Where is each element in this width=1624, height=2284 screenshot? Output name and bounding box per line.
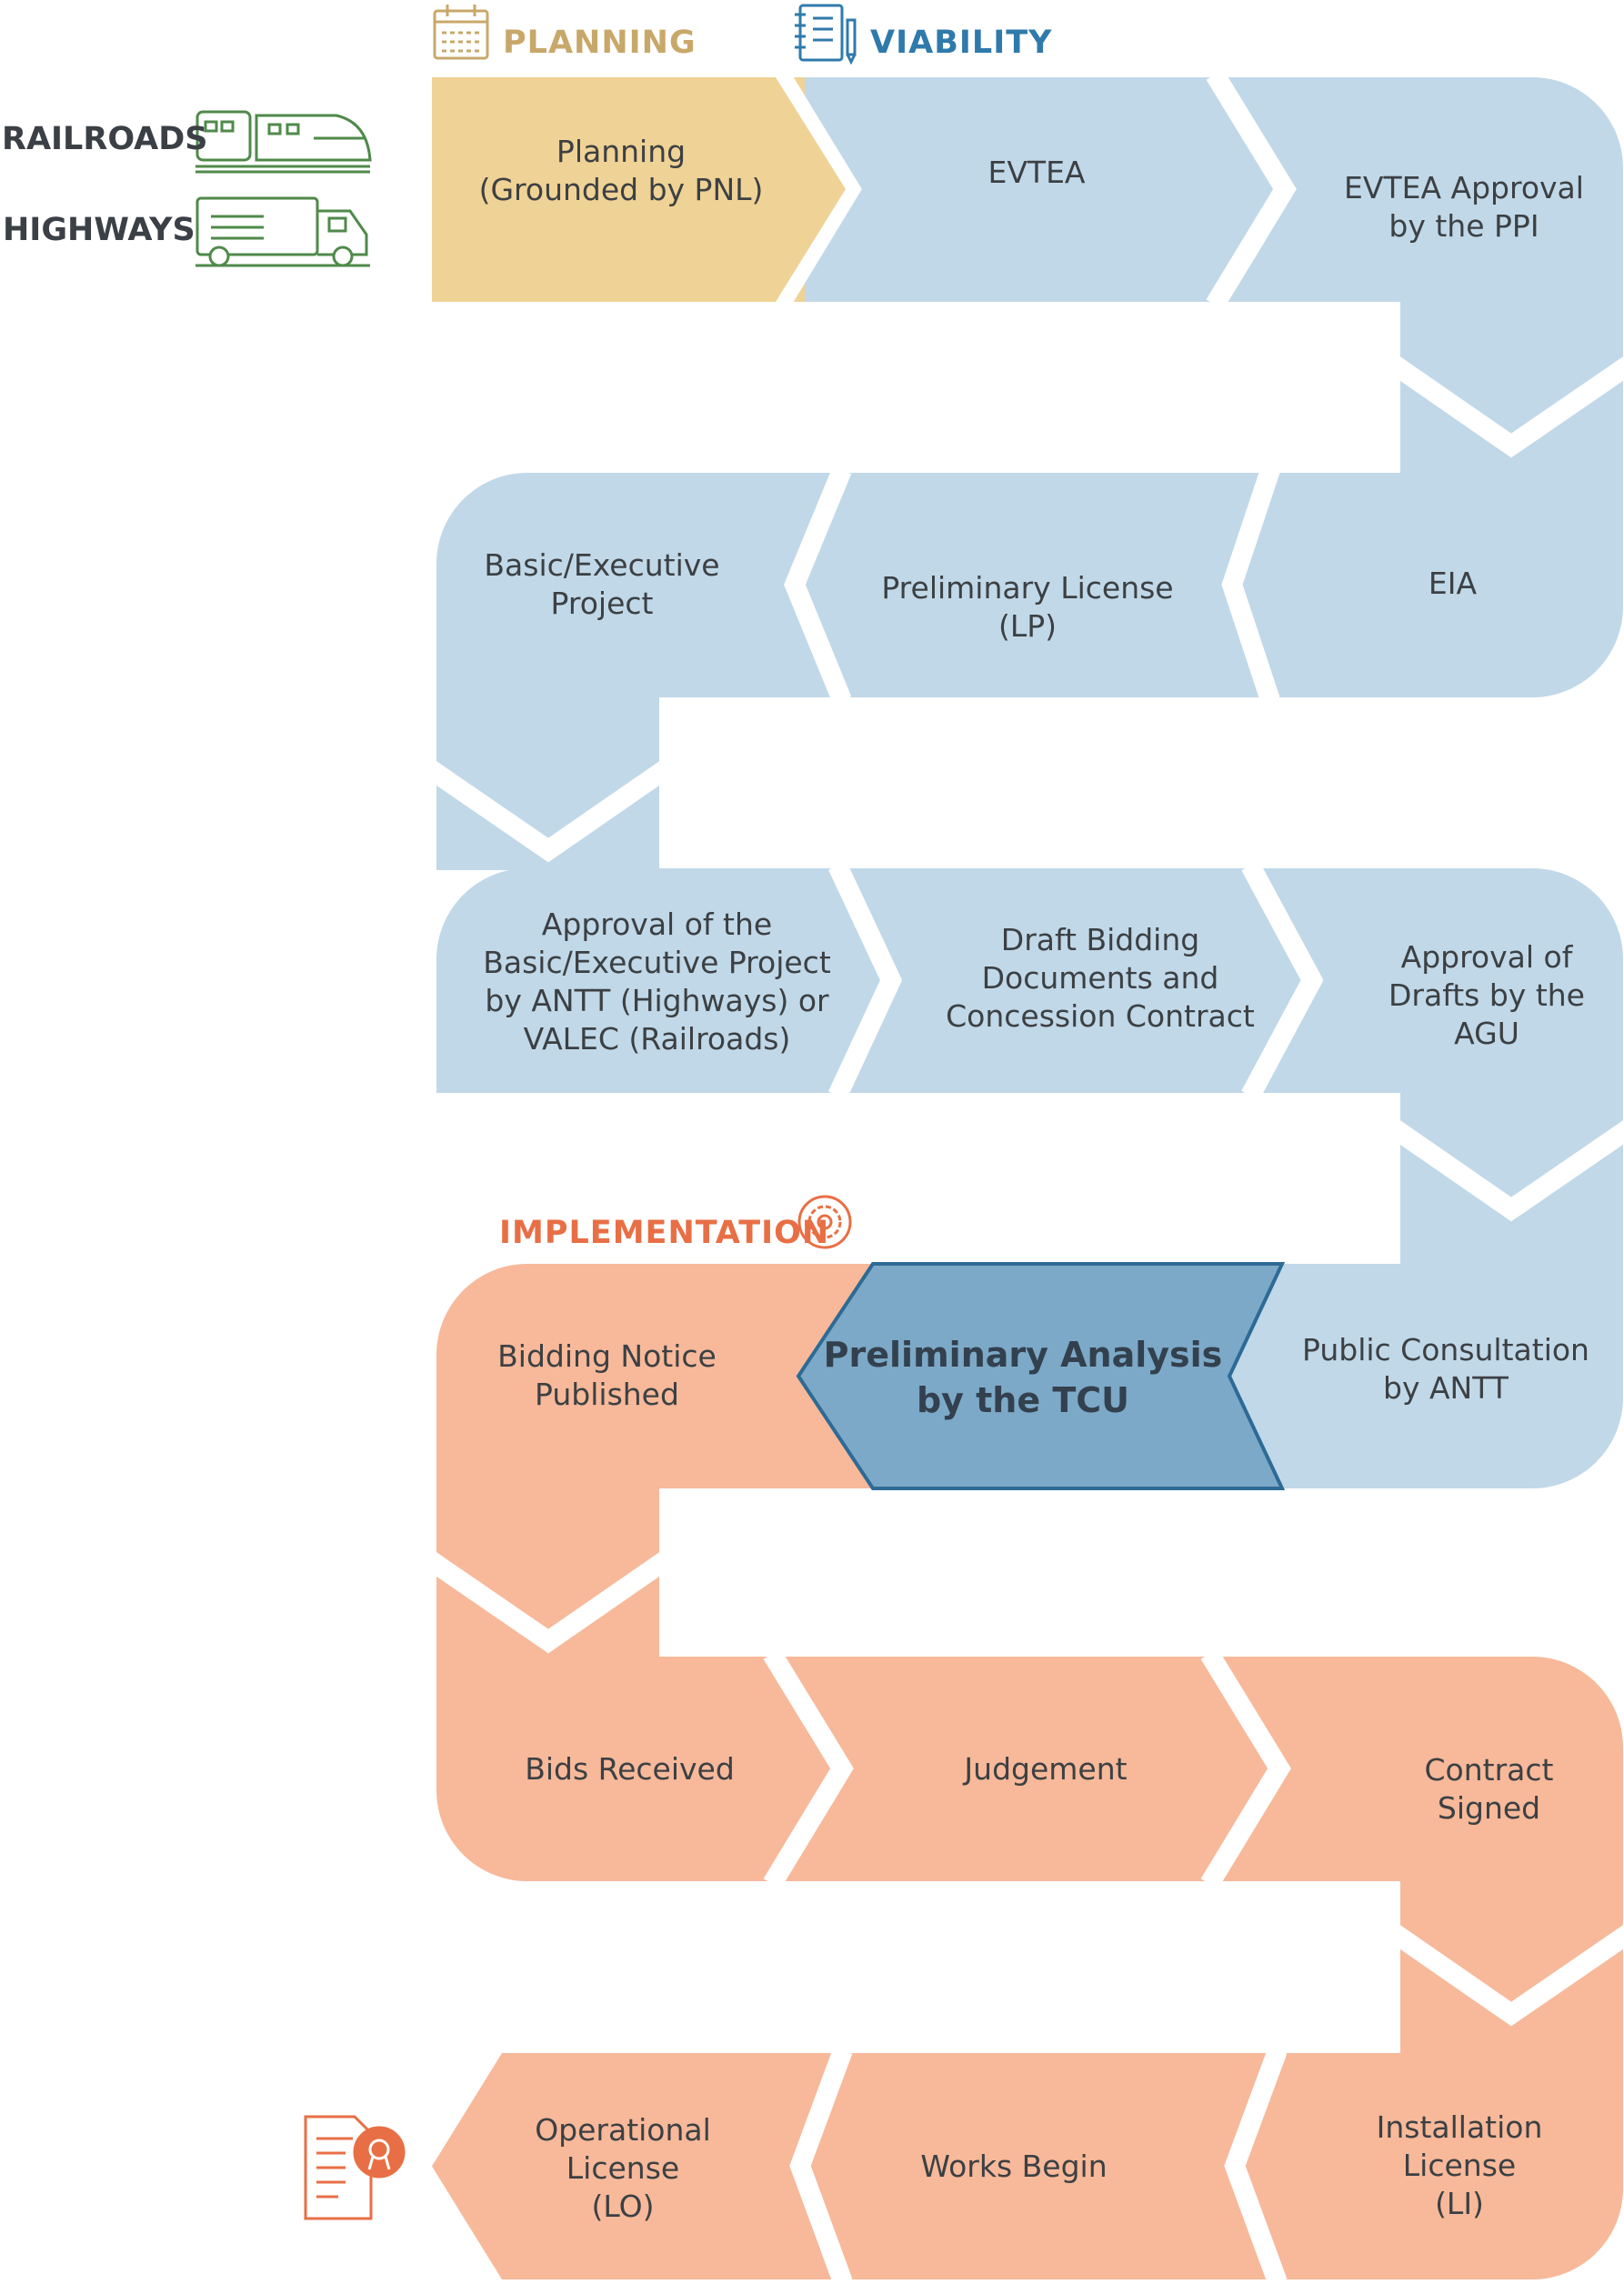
- chevron-divider: [1224, 2053, 1288, 2279]
- step-evtea: EVTEA: [987, 155, 1086, 190]
- step-planning: Planning (Grounded by PNL): [478, 134, 764, 207]
- step-contract-signed: Contract Signed: [1424, 1752, 1554, 1826]
- railroads-label: RAILROADS: [2, 121, 208, 157]
- row-1-background: [432, 77, 1623, 302]
- highways-label: HIGHWAYS: [3, 212, 195, 248]
- gap-2: [659, 697, 1400, 868]
- viability-phase-label: VIABILITY: [870, 25, 1053, 61]
- certificate-icon: [304, 2115, 406, 2220]
- down-chevron: [1387, 355, 1624, 458]
- chevron-divider: [789, 2053, 853, 2279]
- implementation-phase-label: IMPLEMENTATION: [499, 1215, 830, 1251]
- gap-5: [659, 1881, 1400, 2053]
- down-chevron: [1387, 1118, 1624, 1222]
- gap-1: [659, 302, 1400, 473]
- chevron-sep: [828, 868, 903, 1093]
- calendar-icon: [433, 5, 489, 60]
- chevron-sep: [1200, 1657, 1291, 1881]
- planning-arrow-tip: [764, 77, 846, 302]
- connector-row3-row4: [1400, 1091, 1623, 1266]
- tcu-highlight-shape: [796, 1262, 1286, 1490]
- chevron-divider: [784, 473, 852, 697]
- step-approval-basic-executive: Approval of the Basic/Executive Project …: [483, 907, 831, 1057]
- planning-phase-label: PLANNING: [503, 25, 697, 61]
- step-evtea-approval: EVTEA Approval by the PPI: [1344, 170, 1584, 244]
- chevron-sep: [1206, 77, 1297, 302]
- down-chevron: [423, 759, 673, 863]
- gap-4: [659, 1488, 1400, 1657]
- row-3-shape: [436, 868, 1623, 1093]
- down-chevron: [423, 1550, 673, 1654]
- truck-icon: [195, 196, 370, 267]
- chevron-sep: [771, 77, 862, 302]
- chevron-divider: [1221, 473, 1280, 697]
- chevron-sep: [1241, 868, 1324, 1093]
- row-5-shape: [436, 1657, 1623, 1881]
- row-4-blue-part: [1182, 1264, 1623, 1488]
- notebook-pen-icon: [795, 4, 857, 65]
- step-draft-bidding: Draft Bidding Documents and Concession C…: [946, 921, 1255, 1034]
- step-preliminary-analysis-tcu: Preliminary Analysis by the TCU: [823, 1335, 1223, 1420]
- step-basic-executive-project: Basic/Executive Project: [484, 547, 720, 621]
- chevron-sep: [763, 1657, 854, 1881]
- row-4-orange-part: [436, 1264, 873, 1488]
- step-bids-received: Bids Received: [525, 1751, 735, 1787]
- train-icon: [195, 110, 372, 174]
- step-works-begin: Works Begin: [920, 2148, 1108, 2184]
- step-preliminary-license: Preliminary License (LP): [881, 570, 1174, 644]
- row-2-shape: [436, 473, 1623, 697]
- step-bidding-notice: Bidding Notice Published: [497, 1337, 717, 1412]
- row-1-shape: [796, 77, 1623, 302]
- row-4-background: [436, 1264, 1623, 1488]
- step-eia: EIA: [1428, 566, 1478, 601]
- down-chevron: [1387, 1923, 1624, 2027]
- step-operational-license: Operational License (LO): [535, 2112, 711, 2224]
- step-public-consultation: Public Consultation by ANTT: [1302, 1331, 1589, 1406]
- step-judgement: Judgement: [964, 1751, 1128, 1787]
- planning-shape: [432, 77, 805, 302]
- step-installation-license: Installation License (LI): [1376, 2109, 1543, 2221]
- gear-icon: [797, 1195, 852, 1249]
- step-approval-drafts-agu: Approval of Drafts by the AGU: [1388, 938, 1585, 1051]
- gap-3: [659, 1093, 1400, 1264]
- row-6-shape: [432, 2053, 1623, 2279]
